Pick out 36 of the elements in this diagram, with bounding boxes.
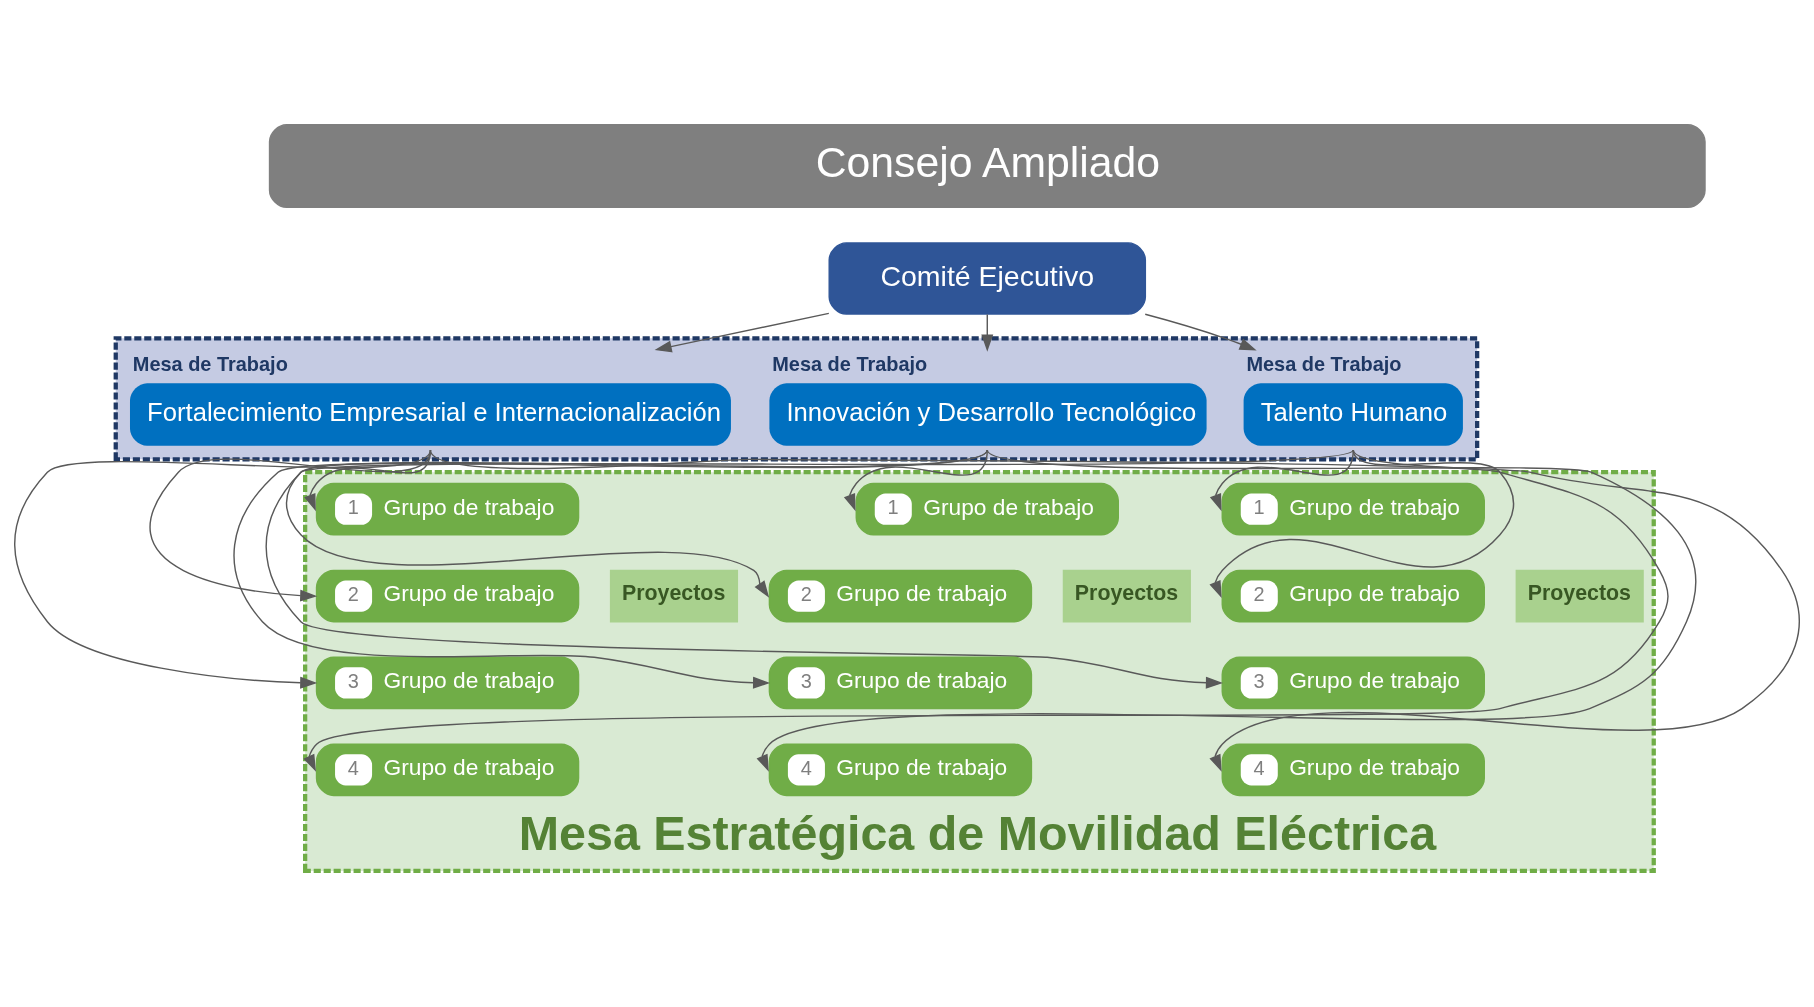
arrow — [1144, 313, 1257, 351]
arrow — [981, 313, 994, 352]
arrow — [1209, 449, 1800, 772]
node-box: 1 Grupo de trabajo — [1221, 482, 1485, 536]
arrow — [265, 449, 1354, 689]
node-box: Fortalecimiento Empresarial e Internacionalización — [130, 383, 731, 446]
node-box: 3 Grupo de trabajo — [768, 656, 1033, 710]
node-label: Mesa de Trabajo — [132, 352, 288, 375]
arrow — [285, 449, 988, 598]
arrow — [756, 449, 1697, 772]
node-box: 4 Grupo de trabajo — [315, 743, 580, 797]
node-box: 3 Grupo de trabajo — [315, 656, 580, 710]
arrow — [1209, 449, 1354, 512]
arrow — [843, 449, 988, 512]
arrow — [1209, 449, 1515, 599]
node-box: Comité Ejecutivo — [828, 242, 1147, 315]
node-box: Consejo Ampliado — [268, 124, 1706, 208]
node-box: 1 Grupo de trabajo — [315, 482, 580, 536]
node-box: 1 Grupo de trabajo — [855, 482, 1119, 536]
node-box: 2 Grupo de trabajo — [768, 569, 1033, 623]
node-box: 3 Grupo de trabajo — [1221, 656, 1485, 710]
node-box: 2 Grupo de trabajo — [1221, 569, 1485, 623]
arrow — [14, 449, 432, 689]
arrow — [233, 449, 988, 689]
node-box: 4 Grupo de trabajo — [768, 743, 1033, 797]
node-box: Proyectos — [1062, 569, 1191, 623]
node-box: 2 Grupo de trabajo — [315, 569, 580, 623]
node-box: Talento Humano — [1243, 383, 1463, 446]
node-label: Mesa de Trabajo — [772, 352, 928, 375]
arrow — [303, 449, 1669, 772]
node-label: Mesa de Trabajo — [1246, 352, 1402, 375]
node-box: 4 Grupo de trabajo — [1221, 743, 1485, 797]
node-box: Innovación y Desarrollo Tecnológico — [769, 383, 1207, 446]
node-box: Proyectos — [1515, 569, 1644, 623]
node-box: Proyectos — [609, 569, 739, 623]
arrow — [654, 312, 830, 353]
